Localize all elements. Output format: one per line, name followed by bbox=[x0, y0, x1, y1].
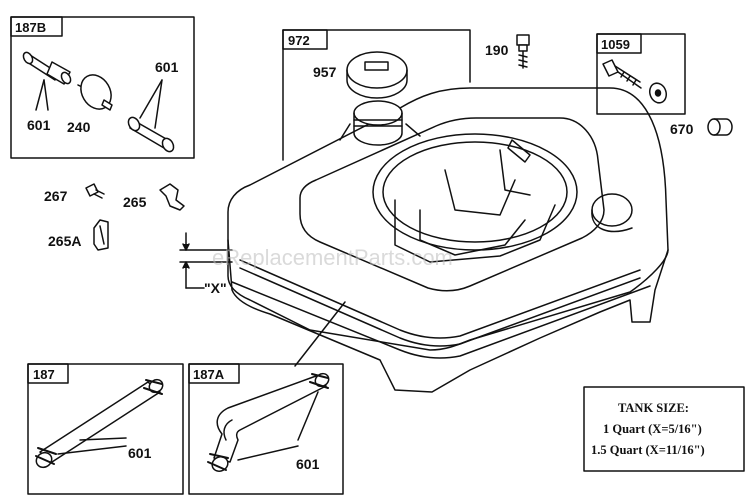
label-972: 972 bbox=[288, 33, 310, 48]
tank-size-line-1: 1 Quart (X=5/16") bbox=[603, 422, 702, 436]
watermark: eReplacementParts.com bbox=[212, 245, 453, 270]
label-1059: 1059 bbox=[601, 37, 630, 52]
label-601-box-187: 601 bbox=[128, 445, 152, 461]
label-190: 190 bbox=[485, 42, 509, 58]
fuel-filter-240 bbox=[77, 74, 113, 111]
box-187 bbox=[27, 363, 184, 495]
label-601-box-187a: 601 bbox=[296, 456, 320, 472]
label-267: 267 bbox=[44, 188, 68, 204]
fuel-tank bbox=[227, 87, 669, 393]
clip-265 bbox=[159, 183, 185, 211]
hose-clamp-601-left bbox=[22, 51, 72, 85]
box-187-tag bbox=[27, 363, 69, 384]
box-187b-tag bbox=[10, 16, 63, 37]
box-972-tag bbox=[282, 29, 328, 50]
hose-clamp-601-right bbox=[127, 116, 175, 153]
label-187: 187 bbox=[33, 367, 55, 382]
label-240: 240 bbox=[67, 119, 91, 135]
bolt-1059 bbox=[602, 59, 642, 89]
tank-size-title: TANK SIZE: bbox=[618, 401, 689, 415]
box-187a bbox=[188, 363, 344, 495]
box-187b bbox=[10, 16, 195, 159]
label-957: 957 bbox=[313, 64, 337, 80]
label-601-top-right: 601 bbox=[155, 59, 179, 75]
box-1059-tag bbox=[596, 33, 642, 54]
label-670: 670 bbox=[670, 121, 694, 137]
fuel-cap-957 bbox=[346, 51, 408, 99]
label-265a: 265A bbox=[48, 233, 81, 249]
fuel-line-187 bbox=[35, 378, 164, 469]
label-601-top-left: 601 bbox=[27, 117, 51, 133]
clip-265a bbox=[93, 219, 109, 251]
label-187b: 187B bbox=[15, 20, 46, 35]
tank-size-line-2: 1.5 Quart (X=11/16") bbox=[591, 443, 705, 457]
label-265: 265 bbox=[123, 194, 147, 210]
screw-190 bbox=[516, 34, 530, 69]
washer-1059 bbox=[648, 82, 668, 104]
box-972-top bbox=[282, 29, 471, 83]
label-x-dimension: "X" bbox=[204, 280, 227, 296]
screw-267 bbox=[85, 183, 105, 199]
box-187a-tag bbox=[188, 363, 240, 384]
fuel-line-187a bbox=[207, 372, 330, 472]
dimension-x bbox=[179, 232, 233, 289]
spacer-670 bbox=[707, 118, 733, 136]
label-187a: 187A bbox=[193, 367, 225, 382]
tank-size-note-box bbox=[583, 386, 745, 472]
